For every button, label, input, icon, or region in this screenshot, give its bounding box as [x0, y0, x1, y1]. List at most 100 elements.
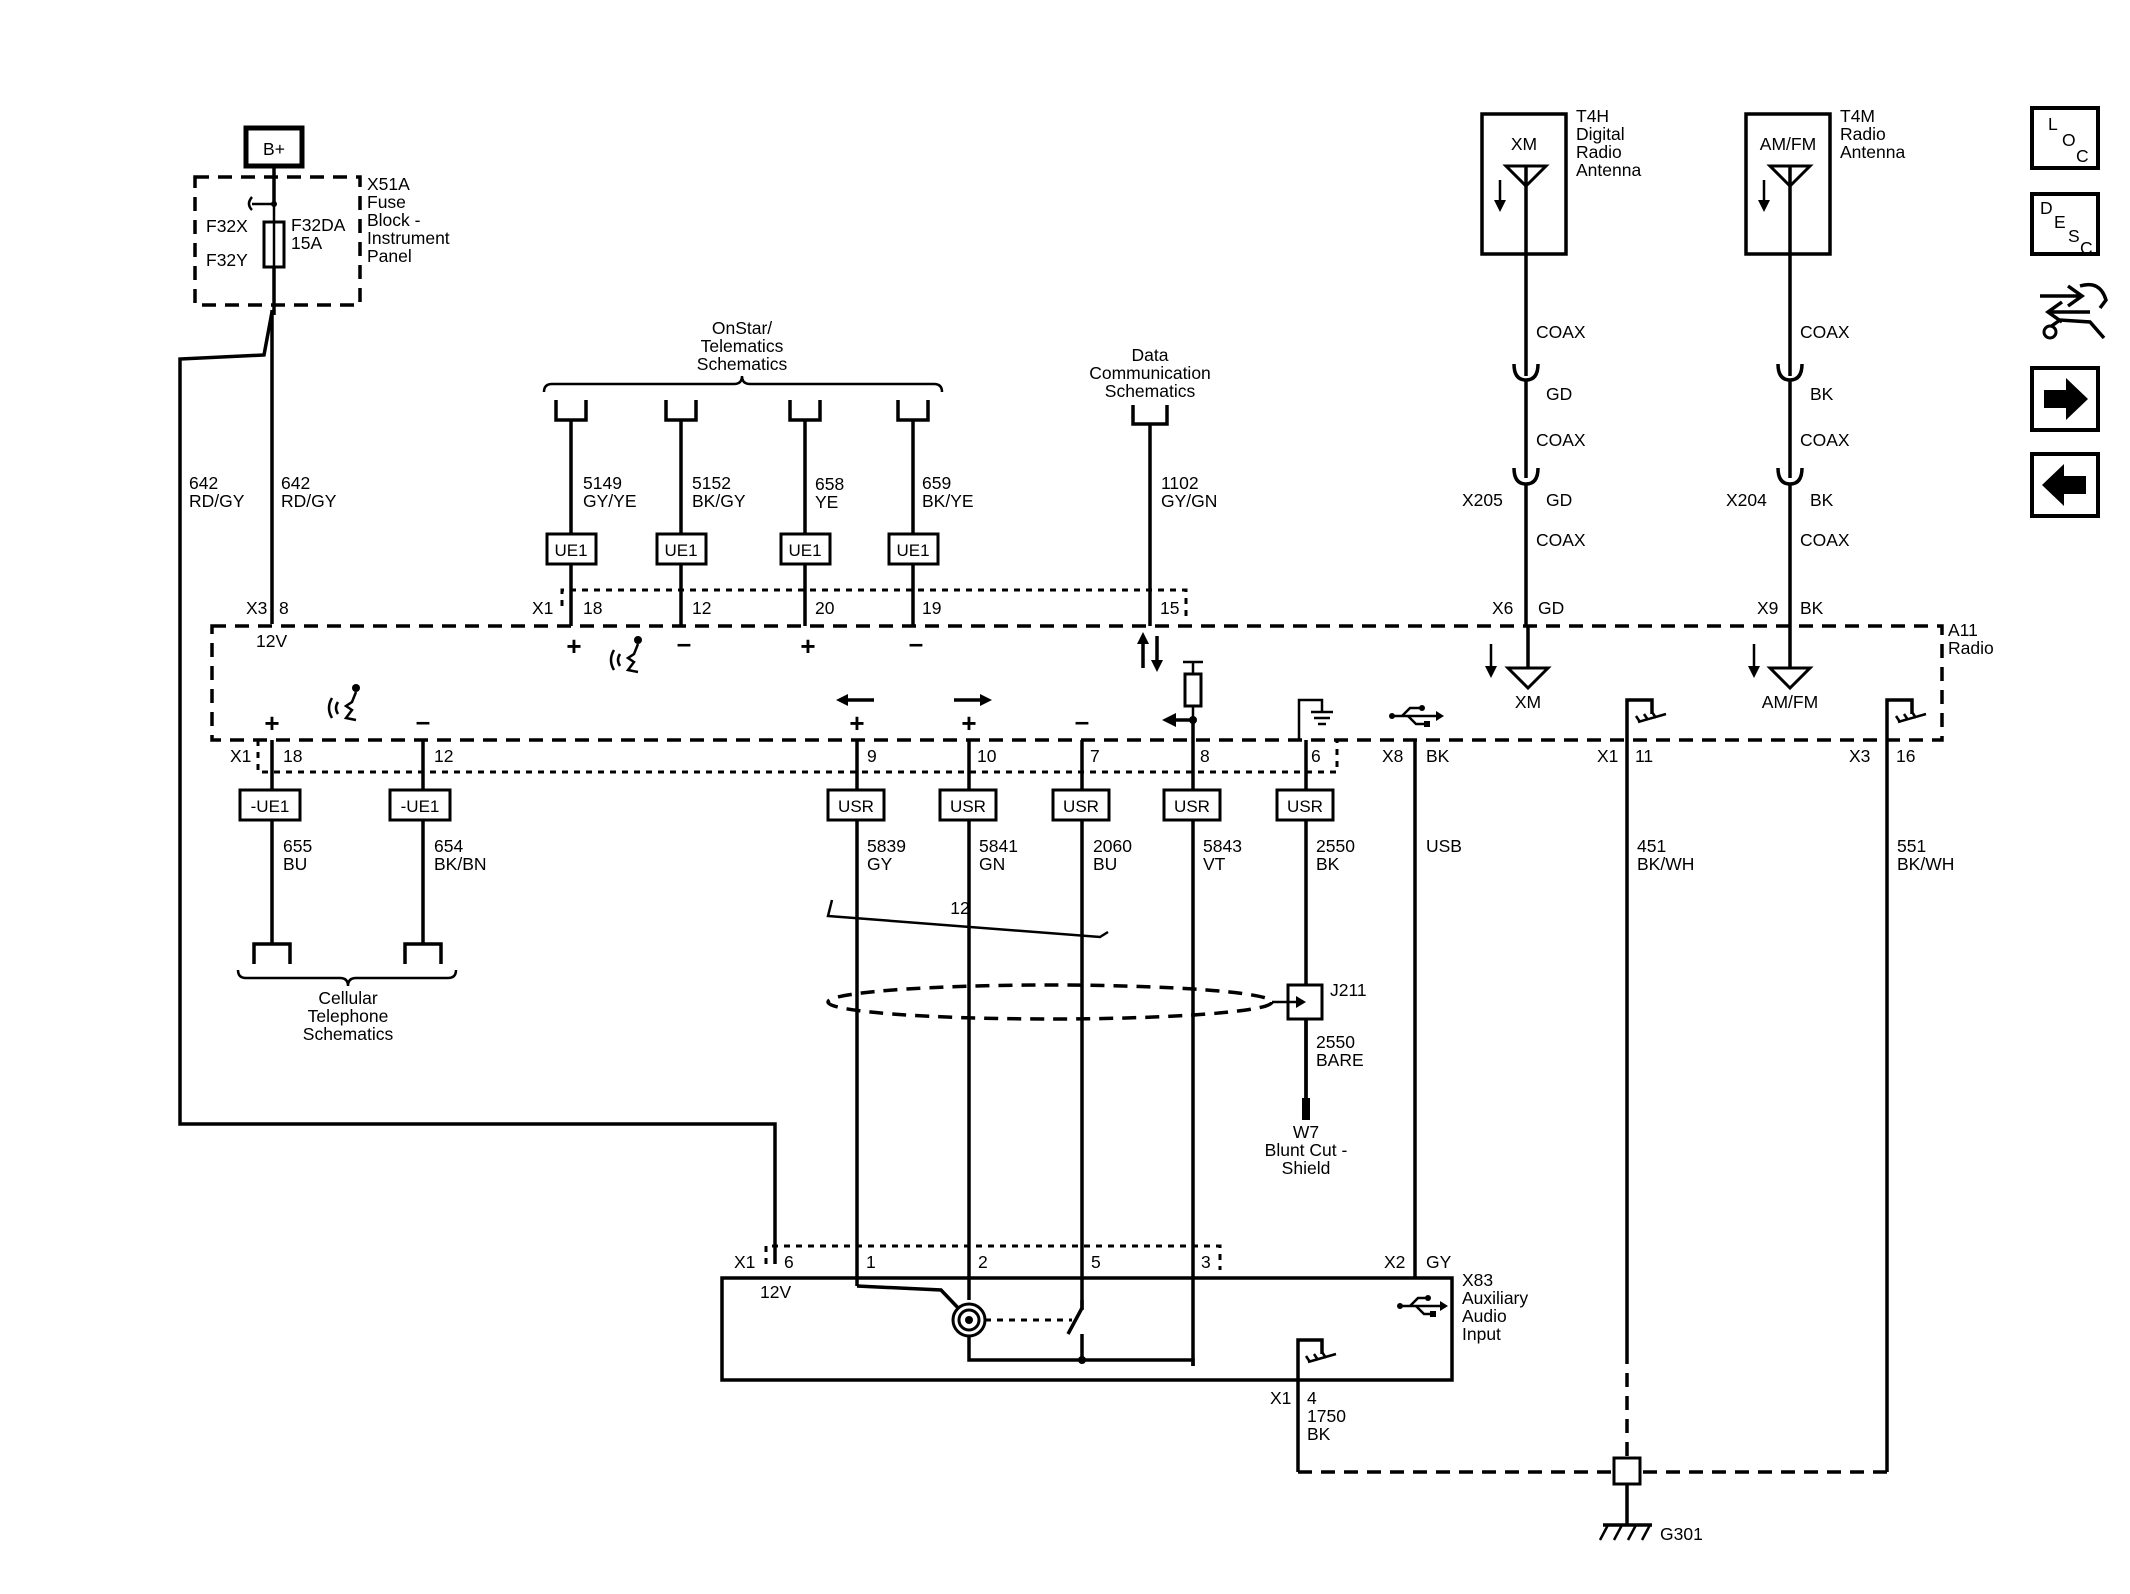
w659-color: BK/YE — [922, 491, 974, 511]
ue1-box-3: UE1 — [788, 541, 821, 560]
amfm-coax-run: COAX BK COAX X204 BK COAX — [1726, 254, 1850, 626]
w2550-circuit: 2550 — [1316, 836, 1355, 856]
radio-name: Radio — [1948, 638, 1994, 658]
aux-x1-pin-2: 2 — [978, 1252, 988, 1272]
desc-letter-e: E — [2054, 212, 2066, 232]
fuse-block-name-4: Panel — [367, 246, 412, 266]
w451-color: BK/WH — [1637, 854, 1694, 874]
x3-ground-pin: 16 — [1896, 746, 1915, 766]
usr-signal-arrows: + + – — [836, 694, 1089, 738]
x1-bottom-pin-10: 10 — [977, 746, 997, 766]
fuse-out-pin: F32Y — [206, 250, 248, 270]
shield-ellipse — [826, 983, 1274, 1021]
w642r-color: RD/GY — [281, 491, 337, 511]
twisted-pair-label: 12 — [950, 898, 969, 918]
w5149-circuit: 5149 — [583, 473, 622, 493]
back-arrow-button[interactable] — [2030, 452, 2100, 518]
cell-minus-mark: – — [416, 706, 430, 736]
twisted-pair-indicator: 12 — [826, 898, 1109, 939]
radio-ground-icon-1 — [1625, 698, 1667, 740]
ground-splice — [1612, 1456, 1642, 1486]
w2550bare-color: BARE — [1316, 1050, 1364, 1070]
aux-name-1: Auxiliary — [1462, 1288, 1528, 1308]
x1-bottom-pin-7: 7 — [1090, 746, 1100, 766]
aux-x1-label: X1 — [734, 1252, 755, 1272]
radio-ref: A11 — [1948, 620, 1978, 640]
w642r-circuit: 642 — [281, 473, 310, 493]
usb-icon — [1389, 705, 1444, 727]
svg-text:–: – — [1075, 706, 1089, 736]
shield-ref: W7 — [1293, 1122, 1319, 1142]
radio-shield-ground-icon — [1297, 698, 1333, 740]
detect-pullup-resistor — [1162, 660, 1203, 727]
ue1-box-4: UE1 — [896, 541, 929, 560]
w5843-color: VT — [1203, 854, 1226, 874]
forward-arrow-button[interactable] — [2030, 366, 2100, 432]
x1-bottom-pin-12: 12 — [434, 746, 453, 766]
w5149-color: GY/YE — [583, 491, 637, 511]
aux-x1-pin-6: 6 — [784, 1252, 794, 1272]
cell-plus-mark: + — [264, 708, 279, 738]
splice-ref: J211 — [1330, 980, 1367, 1000]
x1-top-pin-20: 20 — [815, 598, 835, 618]
x6-label: X6 — [1492, 598, 1513, 618]
desc-letter-c: C — [2080, 238, 2093, 258]
aux-jack-internal — [856, 1284, 1195, 1366]
w551-circuit: 551 — [1897, 836, 1926, 856]
amfm-antenna: AM/FM T4M Radio Antenna — [1744, 106, 1905, 256]
cell-ref-3: Schematics — [303, 1024, 394, 1044]
radio-amfm-label: AM/FM — [1762, 692, 1818, 712]
radio-xm-label: XM — [1515, 692, 1541, 712]
cellular-microphone-icon — [327, 684, 360, 722]
bplus-label: B+ — [263, 139, 285, 159]
ue1-option-boxes: UE1 UE1 UE1 UE1 — [545, 532, 940, 566]
microphone-icon — [609, 636, 642, 674]
x1-top-pin-19: 19 — [922, 598, 941, 618]
w2060-circuit: 2060 — [1093, 836, 1132, 856]
w659-circuit: 659 — [922, 473, 951, 493]
x205-label: X205 — [1462, 490, 1503, 510]
amfm-antenna-box-label: AM/FM — [1760, 134, 1816, 154]
x9-label: X9 — [1757, 598, 1778, 618]
connector-tools-icon[interactable] — [2040, 282, 2108, 340]
cell-ref-1: Cellular — [318, 988, 377, 1008]
data-comm-ref-2: Communication — [1089, 363, 1211, 383]
shield-name-2: Shield — [1282, 1158, 1331, 1178]
svg-text:+: + — [849, 708, 864, 738]
aux-ref: X83 — [1462, 1270, 1493, 1290]
w655-color: BU — [283, 854, 307, 874]
w2060-color: BU — [1093, 854, 1117, 874]
amfm-antenna-ref: T4M — [1840, 106, 1875, 126]
location-button[interactable]: L O C — [2030, 106, 2100, 170]
x1-bottom-pin-8: 8 — [1200, 746, 1210, 766]
amfm-antenna-name-1: Radio — [1840, 124, 1886, 144]
svg-text:+: + — [800, 631, 815, 661]
description-button[interactable]: D E S C — [2030, 192, 2100, 258]
data-comm-ref-3: Schematics — [1105, 381, 1196, 401]
x1-bottom-pin-9: 9 — [867, 746, 877, 766]
svg-text:+: + — [566, 631, 581, 661]
amfm-antenna-input: AM/FM — [1748, 626, 1818, 712]
amfm-coax-2: COAX — [1800, 430, 1850, 450]
fuse-block-ref: X51A — [367, 174, 410, 194]
x1-top-pin-12: 12 — [692, 598, 711, 618]
fuse-ref: F32DA — [291, 215, 346, 235]
cellular-reference: Cellular Telephone Schematics — [236, 942, 458, 1044]
x3-label: X3 — [246, 598, 267, 618]
w451-circuit: 451 — [1637, 836, 1666, 856]
onstar-ref-2: Telematics — [701, 336, 784, 356]
battery-positive: B+ — [243, 125, 305, 169]
w654-color: BK/BN — [434, 854, 487, 874]
xm-term-1: GD — [1546, 384, 1572, 404]
w654-circuit: 654 — [434, 836, 463, 856]
aux-gnd-x1-label: X1 — [1270, 1388, 1291, 1408]
not-ue1-box-2: -UE1 — [401, 797, 440, 816]
fuse-block-name-3: Instrument — [367, 228, 450, 248]
w5841-circuit: 5841 — [979, 836, 1018, 856]
loc-letter-o: O — [2062, 130, 2076, 150]
amfm-term-1: BK — [1810, 384, 1834, 404]
splice-j211: J211 — [1272, 980, 1367, 1021]
x204-label: X204 — [1726, 490, 1767, 510]
xm-coax-1: COAX — [1536, 322, 1586, 342]
